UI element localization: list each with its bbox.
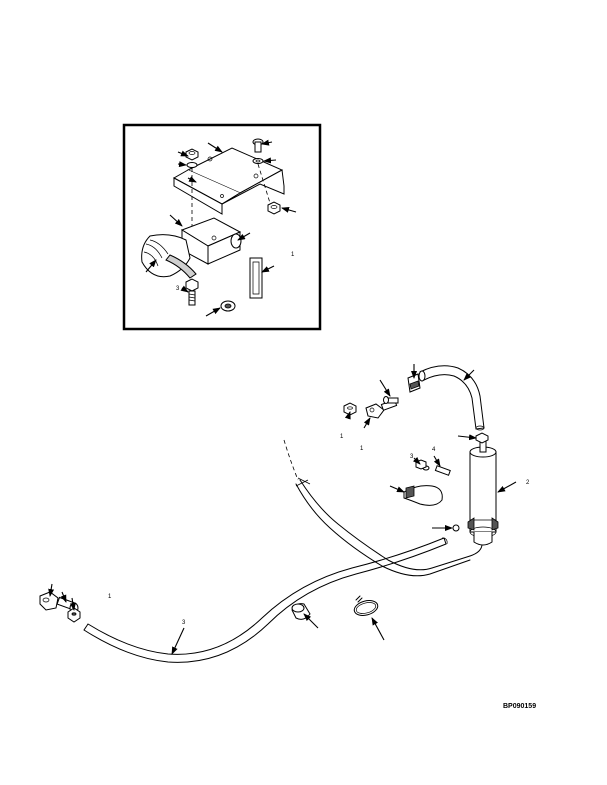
inset-detail: 1 3: [122, 123, 322, 331]
callout-ref-e: 1: [340, 434, 344, 440]
top-nut: [185, 148, 199, 168]
main-assembly: 2 1 1 4 3 1 3: [39, 364, 530, 663]
callout-ref-c: 2: [526, 480, 530, 486]
mount-strap: [403, 485, 443, 506]
figure-id-label: BP090159: [503, 703, 537, 710]
end-clamp: [67, 607, 81, 623]
bracket-bolt: [252, 138, 264, 164]
elbow-fitting: [39, 591, 59, 611]
callout-ref-f: 4: [432, 447, 436, 453]
callout-ref-b: 3: [176, 286, 180, 292]
spring-clip: [249, 257, 263, 299]
lock-nut: [267, 201, 281, 215]
upper-tube: [418, 365, 485, 431]
filter-canister: [452, 432, 499, 546]
inset-frame: [122, 123, 322, 331]
callout-ref-d: 1: [360, 446, 364, 452]
clamp-ring: [353, 595, 379, 616]
callout-ref-h: 1: [108, 594, 112, 600]
callout-ref-a: 1: [291, 252, 295, 258]
pump-body: [141, 217, 242, 279]
grommet: [220, 300, 236, 312]
callout-ref-g: 3: [410, 454, 414, 460]
wire-harness: [283, 439, 483, 577]
fuel-hose: [83, 537, 448, 663]
banjo-bolt: [383, 396, 399, 404]
strap-bolt: [415, 459, 451, 476]
callout-ref-i: 3: [182, 620, 186, 626]
